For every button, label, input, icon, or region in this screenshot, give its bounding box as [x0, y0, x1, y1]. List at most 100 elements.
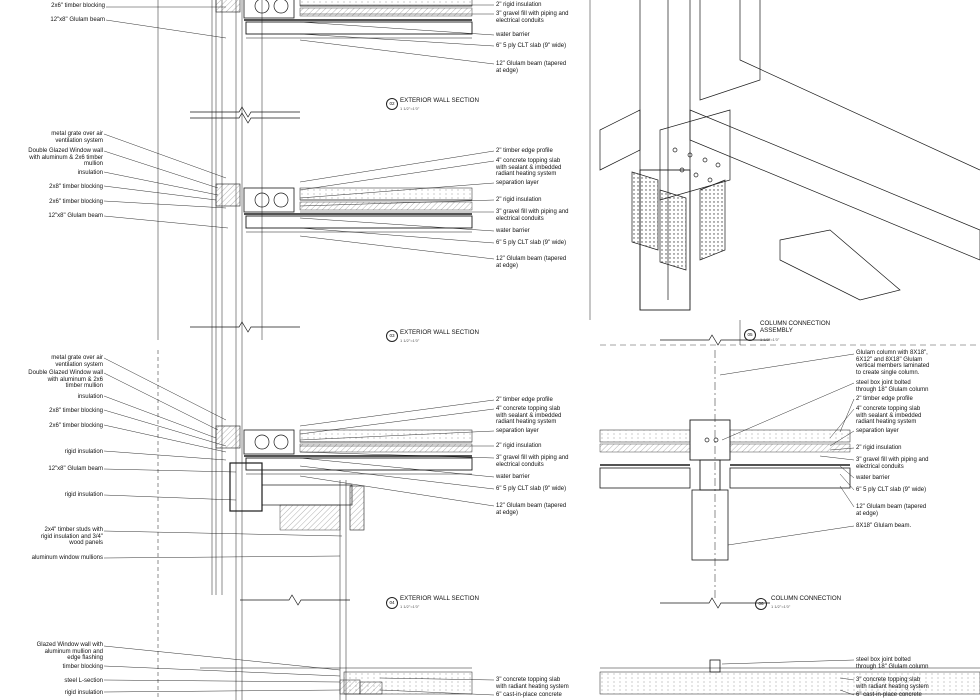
steel-plate	[659, 189, 687, 271]
break-line	[660, 597, 770, 609]
break-line	[190, 321, 300, 333]
callout-label: 6" cast-in-place concrete	[856, 692, 922, 698]
callout-label: separation layer	[496, 180, 539, 186]
leader-line	[719, 353, 855, 376]
leader-line	[829, 430, 855, 447]
leader-line	[379, 689, 495, 696]
callout-label: 3" gravel fill with piping and electrica…	[856, 457, 929, 470]
callout-label: aluminum window mullions	[31, 555, 103, 561]
timber-blocking	[359, 681, 383, 695]
callout-label: Glazed Window wall with aluminum mullion…	[36, 642, 103, 662]
glulam-edge	[243, 429, 295, 455]
clt-slab	[729, 467, 851, 489]
break-line	[190, 112, 300, 124]
callout-label: 3" concrete topping slab with radiant he…	[856, 677, 929, 690]
leader-line	[299, 399, 495, 427]
leader-line	[103, 171, 219, 196]
bolt	[679, 167, 685, 173]
leader-line	[103, 150, 219, 189]
detail-number-bubble: 06	[755, 598, 767, 610]
glulam-edge	[243, 0, 295, 19]
leader-line	[299, 430, 495, 441]
clt-slab	[245, 457, 473, 471]
callout-label: 2x6" timber blocking	[49, 423, 103, 429]
leader-line	[103, 215, 229, 229]
callout-label: rigid insulation	[64, 492, 103, 498]
detail-number-bubble: 05	[744, 329, 756, 341]
detail-title: COLUMN CONNECTION ASSEMBLY	[760, 320, 831, 334]
leader-line	[829, 408, 855, 439]
leader-line	[299, 150, 495, 183]
concrete-topping	[599, 429, 691, 443]
callout-label: 3" gravel fill with piping and electrica…	[496, 455, 569, 468]
callout-label: 4" concrete topping slab with sealant & …	[496, 158, 562, 178]
bolt	[707, 177, 713, 183]
leader-line	[727, 525, 855, 546]
callout-label: water barrier	[856, 475, 890, 481]
callout-label: 12" Glulam beam (tapered at edge)	[496, 61, 567, 74]
leader-line	[103, 555, 341, 559]
glulam-column	[689, 419, 731, 461]
leader-line	[103, 530, 343, 537]
callout-label: 8X18" Glulam beam.	[856, 523, 912, 529]
callout-label: Double Glazed Window wall with aluminum …	[28, 370, 103, 390]
detail-number-bubble: 04	[386, 597, 398, 609]
leader-line	[299, 33, 495, 47]
callout-label: 3" gravel fill with piping and electrica…	[496, 11, 569, 24]
leader-line	[105, 19, 227, 39]
callout-label: 12"x8" Glulam beam	[50, 17, 105, 23]
leader-line	[299, 217, 495, 232]
detail-title: EXTERIOR WALL SECTION	[400, 97, 479, 104]
leader-line	[103, 372, 219, 431]
callout-label: Glulam column with 8X18", 6X12" and 8X18…	[856, 350, 930, 376]
callout-label: 2" timber edge profile	[496, 148, 553, 154]
callout-label: 12" Glulam beam (tapered at edge)	[496, 503, 567, 516]
leader-line	[103, 689, 341, 693]
steel-plate	[631, 171, 659, 251]
callout-label: steel box joint bolted through 18" Glula…	[856, 380, 929, 393]
steel-box-joint	[699, 459, 721, 491]
gravel-fill	[299, 7, 473, 17]
pipe-circle	[273, 0, 289, 14]
bolt	[687, 152, 693, 158]
timber-blocking	[215, 0, 241, 13]
callout-label: 4" concrete topping slab with sealant & …	[856, 406, 922, 426]
bolt	[702, 157, 708, 163]
leader-line	[299, 451, 495, 459]
rigid-insulation	[261, 484, 353, 506]
break-line	[190, 106, 300, 118]
callout-label: rigid insulation	[64, 690, 103, 696]
clt-slab	[245, 21, 473, 35]
callout-label: 2" rigid insulation	[496, 197, 542, 203]
callout-label: 6" cast-in-place concrete	[496, 692, 562, 698]
beam-right	[689, 109, 980, 261]
slab-fragment	[779, 229, 901, 301]
callout-label: 2x8" timber blocking	[49, 184, 103, 190]
leader-line	[839, 473, 855, 491]
callout-label: 6" 5 ply CLT slab (9" wide)	[496, 486, 567, 492]
leader-line	[839, 465, 855, 479]
callout-label: metal grate over air ventilation system	[51, 355, 103, 368]
gravel-fill	[599, 443, 691, 453]
bolt	[713, 437, 719, 443]
callout-label: 2x4" timber studs with rigid insulation …	[40, 527, 103, 547]
leader-line	[299, 408, 495, 435]
leader-line	[299, 39, 495, 65]
detail-number-bubble: 02	[386, 98, 398, 110]
callout-label: water barrier	[496, 32, 530, 38]
leader-line	[103, 395, 217, 439]
break-line	[660, 334, 770, 346]
callout-label: water barrier	[496, 228, 530, 234]
callout-label: rigid insulation	[64, 449, 103, 455]
detail-scale: 1 1/2"=1'0"	[400, 338, 420, 343]
leader-line	[299, 227, 495, 244]
leader-line	[829, 447, 855, 451]
leader-line	[103, 679, 341, 683]
soffit-insulation	[279, 504, 341, 531]
leader-line	[103, 645, 341, 671]
break-line	[240, 594, 350, 606]
steel-box-joint	[709, 659, 721, 673]
callout-label: timber blocking	[62, 664, 103, 670]
beam-top	[739, 0, 980, 171]
leader-line	[839, 677, 855, 681]
